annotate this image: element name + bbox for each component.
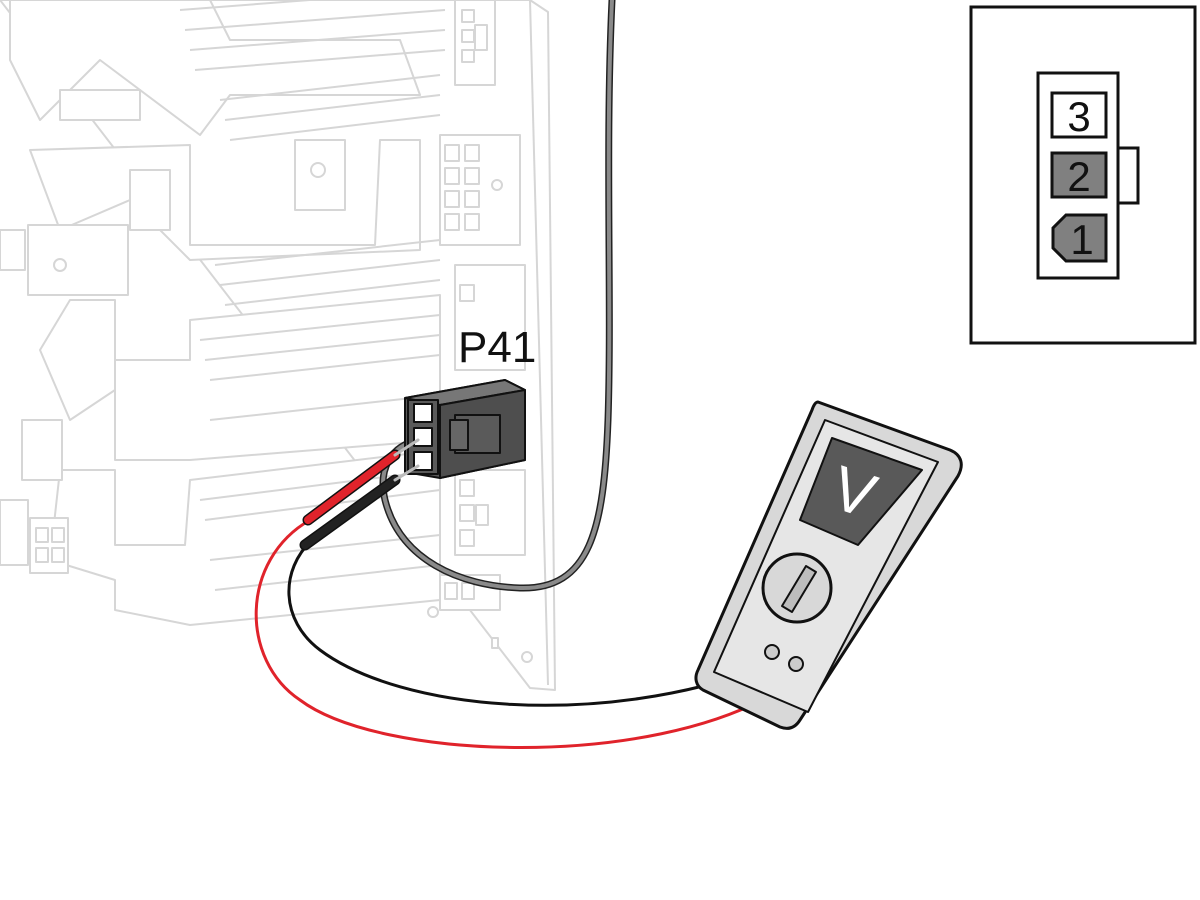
pin-3-label: 3 bbox=[1067, 93, 1090, 140]
heatsink-top bbox=[9, 0, 446, 141]
p41-pin-3 bbox=[413, 403, 433, 423]
meter-jack-com[interactable] bbox=[764, 644, 780, 660]
heatsink-middle bbox=[29, 139, 441, 306]
black-lead-wire bbox=[287, 538, 772, 707]
left-connectors bbox=[0, 224, 129, 574]
pin-3-box bbox=[1050, 91, 1108, 139]
meter-jack-v[interactable] bbox=[788, 656, 804, 672]
pin-1-box bbox=[1051, 213, 1108, 263]
test-leads bbox=[254, 438, 782, 749]
meter-display bbox=[799, 437, 923, 546]
pin-2-box bbox=[1050, 151, 1108, 199]
pinout-inset: 3 2 1 bbox=[969, 5, 1197, 345]
heatsink-lower bbox=[39, 294, 441, 461]
connector-label: P41 bbox=[458, 323, 536, 372]
multimeter[interactable]: V bbox=[694, 400, 963, 730]
red-lead-wire bbox=[254, 518, 782, 749]
pin-2-label: 2 bbox=[1067, 153, 1090, 200]
p41-pin-2 bbox=[413, 427, 433, 447]
board-connectors-right bbox=[427, 0, 533, 663]
p41-connector[interactable] bbox=[404, 379, 526, 479]
pin-1-label: 1 bbox=[1070, 216, 1093, 263]
